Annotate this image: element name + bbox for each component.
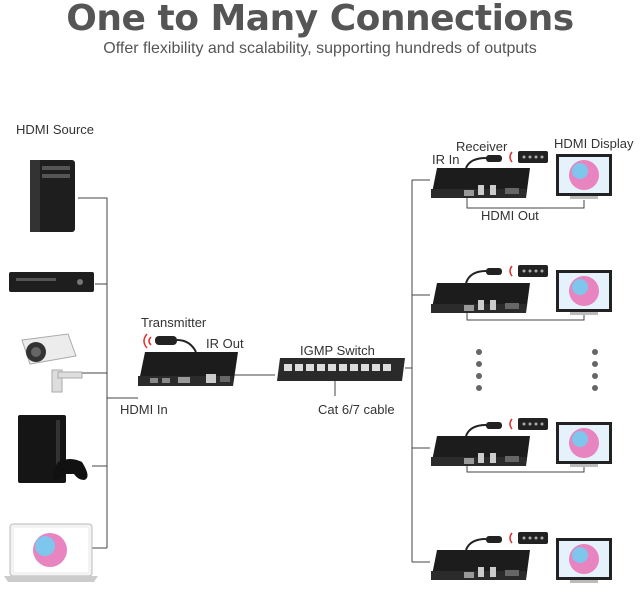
hdmi-display-icon-1 [556, 154, 612, 199]
desktop-tower-icon [30, 160, 75, 232]
security-camera-icon [21, 333, 83, 393]
page-title: One to Many Connections [66, 0, 574, 39]
dvd-player-icon [9, 272, 94, 292]
switch-wiring [233, 179, 430, 563]
hdmi-in-label: HDMI In [120, 402, 168, 417]
hdmi-display-icon-3 [556, 422, 612, 467]
transmitter-device [138, 352, 238, 386]
hdmi-display-icon-4 [556, 538, 612, 583]
remote-control-icon-2 [509, 265, 548, 277]
ir-emitter-icon [143, 333, 197, 353]
receiver-label: Receiver [456, 139, 508, 154]
ir-receiver-icon-2 [465, 268, 502, 284]
ir-receiver-icon-4 [465, 536, 502, 551]
hdmi-display-label: HDMI Display [554, 136, 634, 151]
remote-control-icon-4 [509, 532, 548, 544]
receiver-device-3 [431, 436, 530, 466]
transmitter-label: Transmitter [141, 315, 207, 330]
remote-control-icon-3 [509, 418, 548, 430]
source-wiring [78, 197, 138, 549]
hdmi-source-label: HDMI Source [16, 122, 95, 137]
hdmi-out-cable-1 [466, 198, 585, 209]
remote-control-icon-1 [509, 151, 548, 163]
ir-out-label: IR Out [206, 336, 244, 351]
cat-cable-label: Cat 6/7 cable [318, 402, 395, 417]
receiver-device-2 [431, 283, 530, 313]
hdmi-out-cable-3 [466, 466, 585, 473]
hdmi-display-icon-2 [556, 270, 612, 315]
ir-receiver-icon-1 [465, 155, 502, 169]
hdmi-out-cable-2 [466, 313, 585, 321]
ir-in-label: IR In [432, 152, 460, 167]
igmp-switch-device [277, 358, 405, 381]
ir-receiver-icon-3 [465, 422, 502, 437]
receiver-device-1 [431, 168, 530, 198]
receiver-device-4 [431, 550, 530, 580]
more-receivers-dots [476, 349, 598, 391]
igmp-switch-label: IGMP Switch [300, 343, 375, 358]
hdmi-out-label: HDMI Out [481, 208, 539, 223]
game-console-icon [18, 415, 88, 483]
laptop-icon [4, 523, 98, 582]
page-subtitle: Offer flexibility and scalability, suppo… [103, 40, 537, 57]
